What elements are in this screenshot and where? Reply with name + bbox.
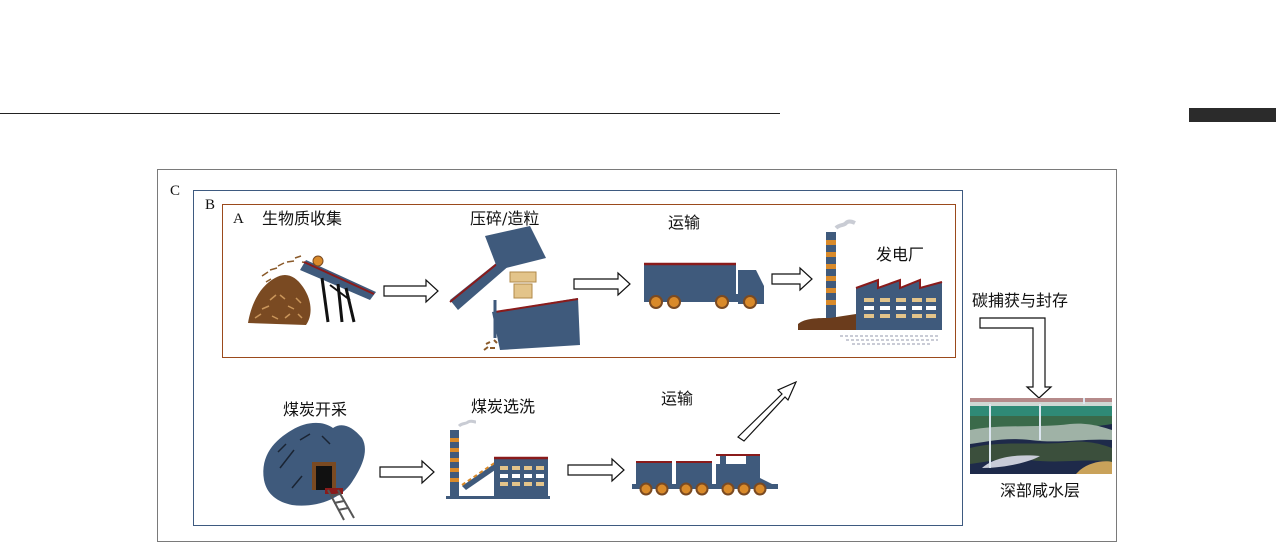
panel-c-frame <box>157 169 1117 542</box>
arrow-washing-to-train <box>567 457 625 483</box>
coal-washing-illustration <box>446 419 550 499</box>
panel-b-label: B <box>205 197 216 213</box>
aquifer-illustration <box>970 398 1112 474</box>
label-transport-top: 运输 <box>668 213 701 232</box>
label-ccs: 碳捕获与封存 <box>972 291 1069 310</box>
arrow-biomass-to-crusher <box>383 278 439 304</box>
label-transport-bottom: 运输 <box>661 389 694 408</box>
label-coal-washing: 煤炭选洗 <box>471 397 536 416</box>
power-plant-illustration <box>798 219 943 345</box>
crusher-illustration <box>449 226 580 351</box>
arrow-ccs-to-aquifer <box>979 317 1053 399</box>
biomass-pile-illustration <box>248 255 376 325</box>
arrow-mine-to-washing <box>379 459 435 485</box>
panel-a-label: A <box>233 211 244 227</box>
panel-c-label: C <box>170 183 181 199</box>
label-biomass-collection: 生物质收集 <box>262 209 343 228</box>
label-coal-mining: 煤炭开采 <box>283 400 348 419</box>
truck-illustration <box>644 262 764 309</box>
panel-b-frame <box>193 190 963 526</box>
header-tab <box>1189 108 1276 122</box>
label-power-plant: 发电厂 <box>876 245 925 264</box>
header-rule <box>0 113 780 114</box>
panel-a-frame <box>222 204 956 358</box>
label-crushing: 压碎/造粒 <box>470 209 540 228</box>
label-aquifer: 深部咸水层 <box>1000 481 1081 500</box>
arrow-train-to-plant <box>737 380 798 442</box>
flow-arrows <box>379 266 1053 485</box>
arrow-crusher-to-truck <box>573 271 631 297</box>
coal-mine-illustration <box>263 422 365 521</box>
arrow-truck-to-plant <box>771 266 813 292</box>
train-illustration <box>632 454 778 496</box>
